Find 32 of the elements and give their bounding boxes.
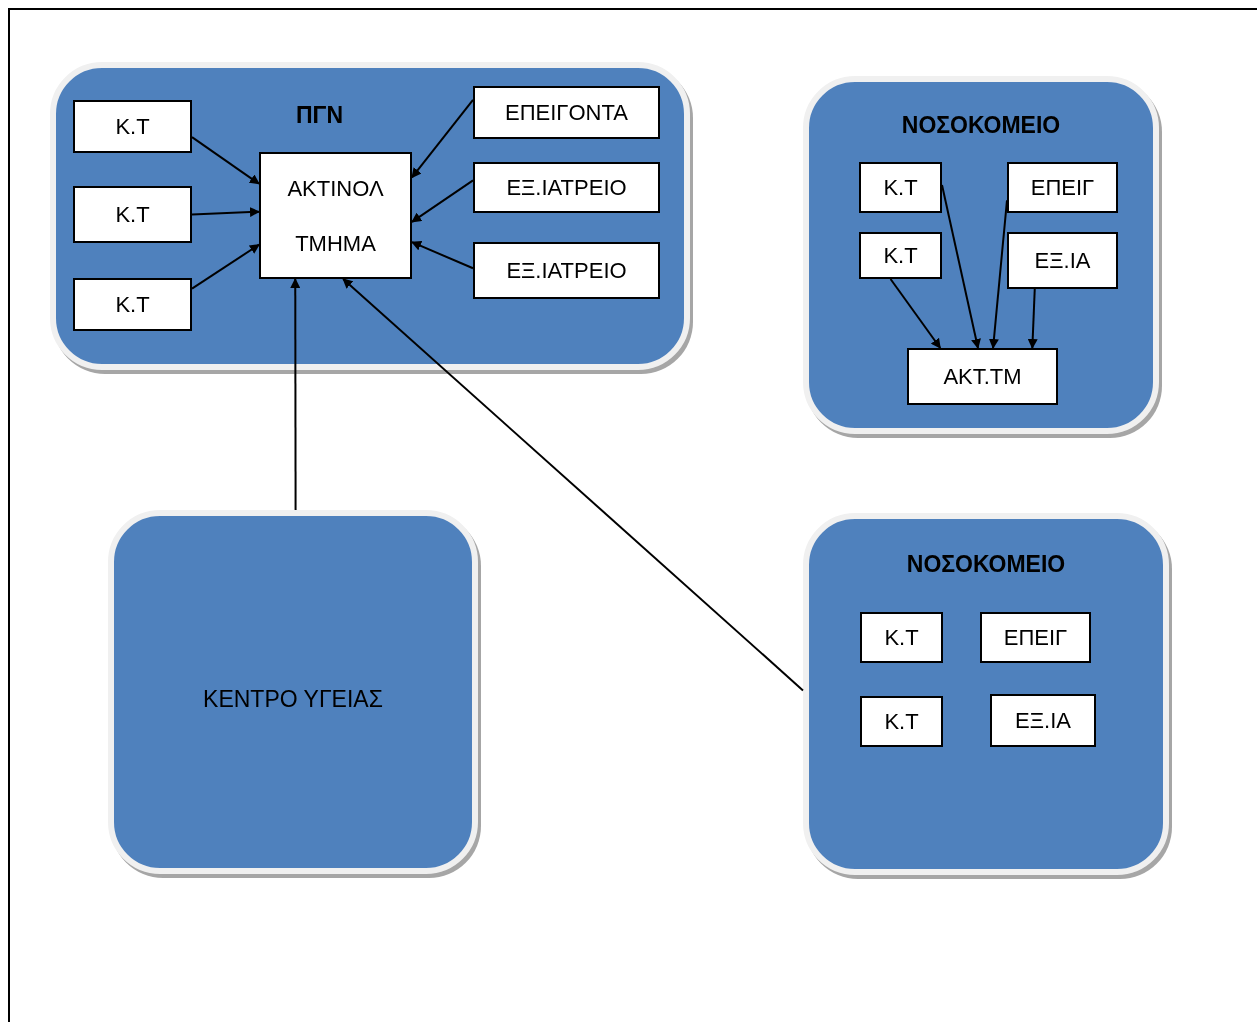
arrow (941, 183, 981, 349)
process-box: Κ.Τ (73, 100, 192, 153)
process-box: ΕΞ.ΙΑ (1007, 232, 1118, 289)
process-box: Κ.Τ (859, 232, 942, 279)
arrow (290, 278, 301, 511)
process-box: ΕΠΕΙΓ (1007, 162, 1118, 213)
arrow (411, 179, 474, 223)
group-title: ΝΟΣΟΚΟΜΕΙΟ (905, 551, 1067, 578)
process-box: Κ.Τ (73, 186, 192, 243)
process-box: Κ.Τ (860, 696, 943, 747)
arrow (889, 278, 942, 349)
arrow (191, 136, 260, 185)
process-box: ΑΚΤΙΝΟΛ ΤΜΗΜΑ (259, 152, 412, 279)
arrow (988, 199, 1008, 349)
process-box: ΑΚΤ.ΤΜ (907, 348, 1058, 405)
process-box: Κ.Τ (859, 162, 942, 213)
arrow (411, 241, 474, 270)
process-box: Κ.Τ (73, 278, 192, 331)
arrow (342, 278, 804, 692)
node-label: ΚΕΝΤΡΟ ΥΓΕΙΑΣ (202, 686, 384, 713)
arrow (411, 98, 474, 179)
process-box: Κ.Τ (860, 612, 943, 663)
process-box: ΕΠΕΙΓΟΝΤΑ (473, 86, 660, 139)
process-box: ΕΞ.ΙΑΤΡΕΙΟ (473, 162, 660, 213)
process-box: ΕΞ.ΙΑΤΡΕΙΟ (473, 242, 660, 299)
group-title: ΝΟΣΟΚΟΜΕΙΟ (900, 112, 1062, 139)
arrow (191, 207, 260, 218)
arrow (1027, 288, 1038, 349)
arrow (191, 243, 260, 290)
process-box: ΕΞ.ΙΑ (990, 694, 1096, 747)
process-box: ΕΠΕΙΓ (980, 612, 1091, 663)
group-title: ΠΓΝ (296, 102, 344, 129)
